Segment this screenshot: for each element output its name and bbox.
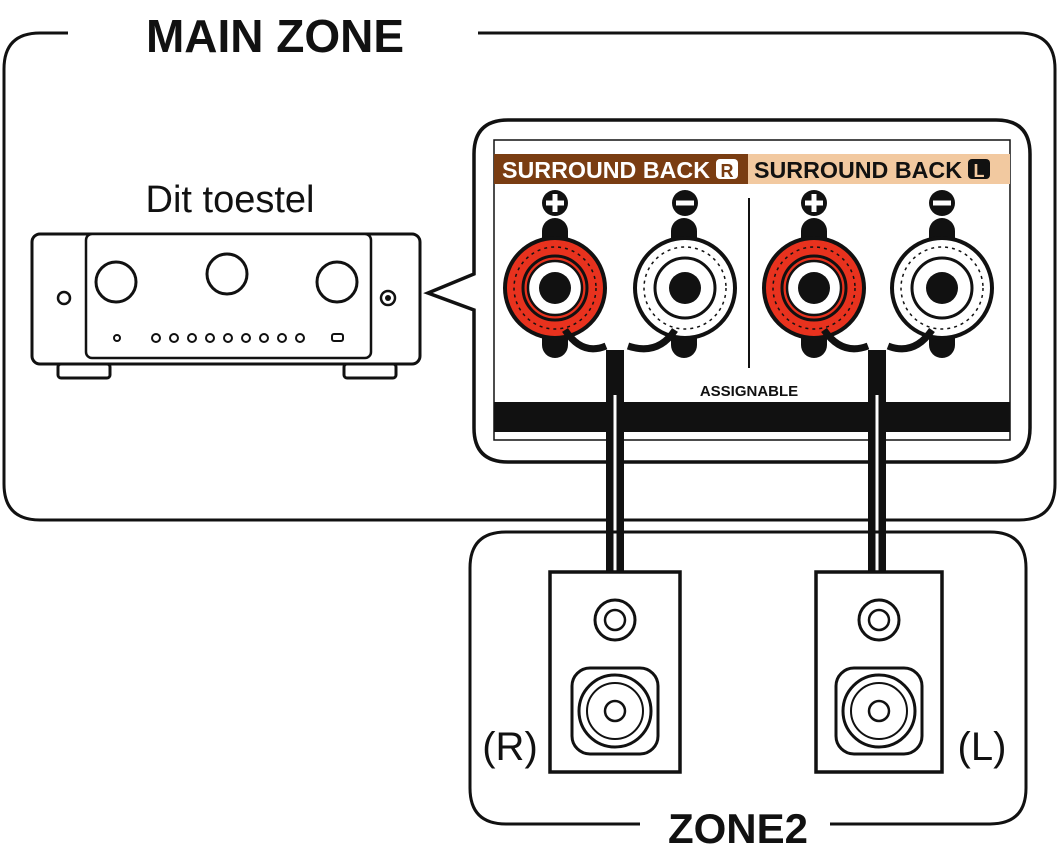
zone2-title: ZONE2: [668, 805, 808, 852]
surround-back-l-badge: L: [974, 161, 985, 181]
main-zone-frame: [2, 31, 1057, 522]
surround-back-r-band: [494, 154, 748, 184]
assignable-label: ASSIGNABLE: [700, 383, 798, 400]
zone2-frame: [468, 530, 1028, 826]
speaker-r-label: (R): [482, 725, 538, 769]
minus-circle-icon: [929, 190, 955, 216]
front-panel-buttons: [151, 333, 305, 343]
surround-back-r-badge: R: [721, 161, 734, 181]
speaker-l: [814, 570, 944, 774]
surround-back-l-label: SURROUND BACK: [754, 157, 962, 183]
av-receiver: [30, 232, 422, 380]
terminal-pair-l: [762, 218, 994, 358]
usb-port-icon: [331, 333, 344, 342]
volume-knob-icon: [315, 260, 359, 304]
terminal-pair-r: [503, 218, 737, 358]
plus-circle-icon: [542, 190, 568, 216]
minus-circle-icon: [672, 190, 698, 216]
main-zone-title: MAIN ZONE: [146, 10, 404, 62]
speaker-l-label: (L): [958, 725, 1007, 769]
terminal-base-bar: [494, 402, 1010, 432]
surround-back-l-band: [748, 154, 1010, 184]
left-knob-icon: [94, 260, 138, 304]
power-button-icon: [56, 290, 72, 306]
surround-back-r-label: SURROUND BACK: [502, 157, 710, 183]
center-knob-icon: [205, 252, 249, 296]
speaker-r: [548, 570, 682, 774]
device-label: Dit toestel: [146, 179, 315, 221]
plus-circle-icon: [801, 190, 827, 216]
